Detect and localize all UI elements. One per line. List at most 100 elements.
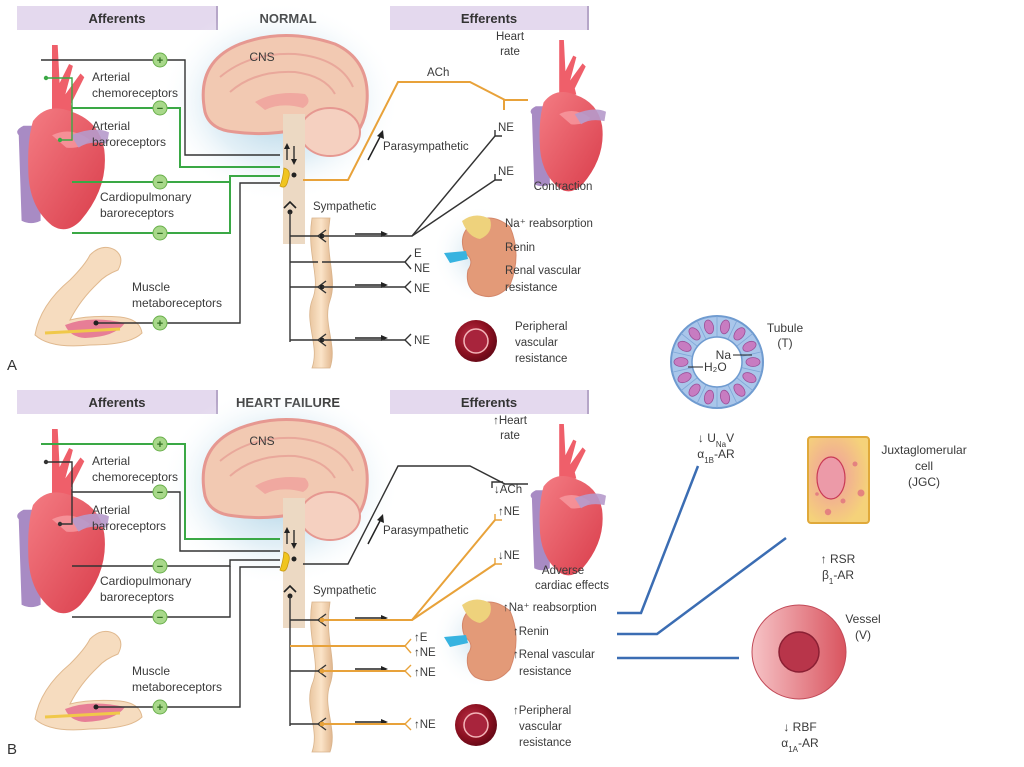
vessel-terminal-icon bbox=[404, 717, 412, 731]
cell-nucleus bbox=[742, 340, 757, 352]
heart-rate-label: Heart bbox=[496, 31, 525, 43]
label-arterial-baroreceptors: Arterial bbox=[92, 119, 130, 133]
tubule-connector-line bbox=[617, 465, 700, 615]
transmitter-ne-renal: ↑NE bbox=[414, 667, 436, 679]
renal-vascular-resistance-label: resistance bbox=[519, 666, 571, 678]
cell-nucleus bbox=[733, 327, 746, 341]
label-muscle-metaboreceptors: Muscle bbox=[132, 664, 170, 678]
label-arterial-chemoreceptors: Arterial bbox=[92, 70, 130, 84]
receptor-node bbox=[93, 320, 99, 326]
aorta-branches bbox=[52, 45, 85, 114]
sign-glyph: + bbox=[157, 702, 163, 714]
sign-circle bbox=[152, 609, 168, 625]
tubule-name: (T) bbox=[777, 336, 792, 350]
label-muscle-metaboreceptors: metaboreceptors bbox=[132, 680, 222, 694]
tubule-receptor-label: α1B-AR bbox=[697, 447, 735, 465]
heart-rate-label: rate bbox=[500, 430, 520, 442]
terminal-fork bbox=[316, 664, 327, 678]
receptor-node bbox=[57, 137, 63, 143]
aorta-branches bbox=[52, 429, 85, 498]
sign-circle bbox=[152, 225, 168, 241]
receptor-sub: 1B bbox=[704, 456, 714, 465]
transmitter-ne-renal: ↑NE bbox=[414, 647, 436, 659]
cell-nucleus bbox=[703, 389, 715, 405]
renin-granule bbox=[857, 489, 865, 497]
label-cardiopulmonary-baroreceptors: baroreceptors bbox=[100, 590, 174, 604]
chain-body bbox=[309, 217, 333, 369]
renal-vessels bbox=[444, 251, 468, 263]
peripheral-resistance-label: resistance bbox=[515, 353, 567, 365]
sign-glyph: + bbox=[157, 55, 163, 67]
renin-granule bbox=[852, 461, 858, 467]
cell-nucleus bbox=[673, 357, 689, 367]
cell-nucleus bbox=[677, 340, 692, 352]
muscle-arm bbox=[34, 246, 143, 347]
jgc-connector-line bbox=[617, 536, 787, 636]
sign-glyph: + bbox=[157, 318, 163, 330]
pulmonary-vein bbox=[71, 129, 110, 148]
afferent-heart bbox=[17, 45, 110, 230]
terminal-fork bbox=[316, 613, 327, 627]
vessel-name: Vessel bbox=[845, 612, 880, 626]
nucleus-tractus-solitarius bbox=[279, 167, 290, 188]
nerve-terminal-icon bbox=[316, 333, 327, 347]
efferents-header: Efferents bbox=[461, 395, 517, 410]
label-arterial-baroreceptors: baroreceptors bbox=[92, 135, 166, 149]
cell-nucleus bbox=[733, 383, 746, 397]
chemoreceptor-afferent-line bbox=[41, 59, 280, 156]
chain-body bbox=[309, 601, 333, 753]
peripheral-resistance-label: vascular bbox=[515, 337, 558, 349]
pulmonary-vein bbox=[574, 493, 606, 509]
receptor-main: α bbox=[697, 447, 704, 461]
jgc-receptor-label: β1-AR bbox=[822, 568, 854, 586]
heart-terminal-icon bbox=[494, 174, 502, 181]
renal-vessels bbox=[444, 635, 468, 647]
peripheral-vessel bbox=[455, 320, 497, 362]
minus-sign-icon: − bbox=[152, 100, 168, 116]
cardiopulmonary-afferent-line bbox=[72, 175, 280, 183]
nerve-terminal-icon bbox=[316, 664, 327, 678]
sign-circle bbox=[152, 315, 168, 331]
transmitter-ne-contraction: ↓NE bbox=[498, 550, 520, 562]
vessel-terminal-icon bbox=[404, 333, 412, 347]
heart-terminal-icon bbox=[494, 558, 502, 565]
heart-body bbox=[539, 476, 603, 576]
minus-sign-icon: − bbox=[152, 484, 168, 500]
peripheral-resistance-label: vascular bbox=[519, 721, 562, 733]
parasympathetic-efferent-line bbox=[303, 81, 528, 181]
corpus-callosum bbox=[255, 477, 309, 494]
sign-glyph: − bbox=[157, 177, 163, 189]
arm-tendon bbox=[44, 711, 121, 719]
receptor-sub: 1 bbox=[829, 577, 834, 586]
terminal-fork bbox=[316, 333, 327, 347]
afferents-header-bar bbox=[17, 390, 217, 414]
heart-effect-label: cardiac effects bbox=[535, 580, 609, 592]
efferent-heart bbox=[530, 40, 606, 192]
label-muscle-metaboreceptors: Muscle bbox=[132, 280, 170, 294]
receptor-node bbox=[93, 704, 99, 710]
baroreceptor-branch-line bbox=[46, 461, 73, 525]
kidney-terminal-icon bbox=[404, 254, 412, 270]
cns-label: CNS bbox=[249, 50, 274, 64]
sign-circle bbox=[152, 52, 168, 68]
cell-border bbox=[696, 384, 707, 404]
vessel-lumen bbox=[778, 631, 820, 673]
minus-sign-icon: − bbox=[152, 609, 168, 625]
cell-border bbox=[727, 320, 738, 340]
postganglionic-heart-line bbox=[411, 563, 496, 621]
tubule-effect-label: ↓ UNaV bbox=[698, 431, 734, 449]
jgc-name: cell bbox=[915, 459, 933, 473]
vessel-lumen bbox=[463, 328, 489, 354]
afferent-heart bbox=[17, 429, 110, 614]
nerve-terminal-icon bbox=[316, 613, 327, 627]
sign-glyph: − bbox=[157, 228, 163, 240]
label-cardiopulmonary-baroreceptors: Cardiopulmonary bbox=[100, 574, 191, 588]
adrenal-gland bbox=[462, 599, 491, 623]
cell-border bbox=[696, 320, 707, 340]
sign-circle bbox=[152, 100, 168, 116]
cardiopulmonary-afferent-line bbox=[72, 182, 231, 234]
minus-sign-icon: − bbox=[152, 558, 168, 574]
sign-glyph: − bbox=[157, 487, 163, 499]
